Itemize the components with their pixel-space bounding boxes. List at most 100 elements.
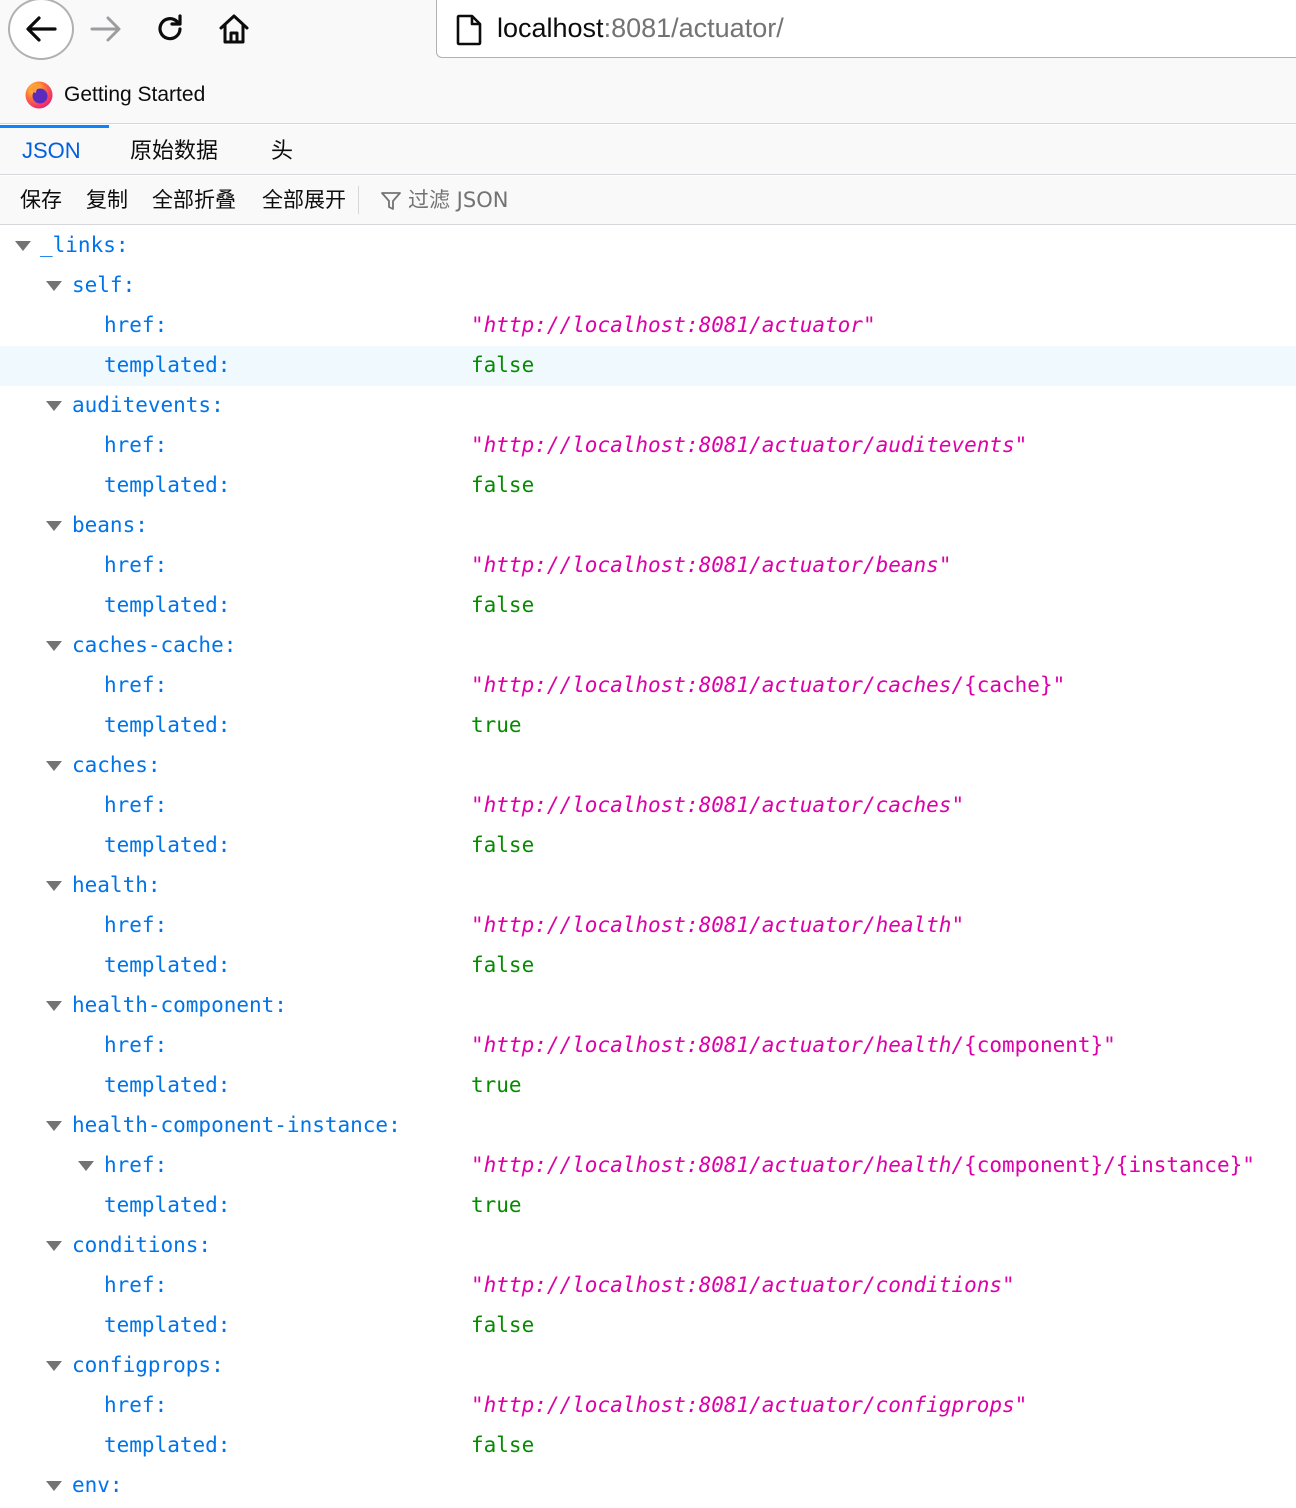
- tree-row-href[interactable]: href: "http://localhost:8081/actuator/cac…: [0, 786, 1296, 826]
- tree-row-href[interactable]: href:"http://localhost:8081/actuator/cac…: [0, 666, 1296, 706]
- bookmarks-bar: Getting Started: [0, 64, 1296, 124]
- tree-row-entry[interactable]: beans:: [0, 506, 1296, 546]
- expand-toggle-icon[interactable]: [46, 1001, 62, 1011]
- url-text[interactable]: localhost:8081/actuator/: [497, 13, 784, 44]
- viewer-tabs: JSON 原始数据 头: [0, 125, 1296, 175]
- tree-row-templated[interactable]: templated:false: [0, 466, 1296, 506]
- tab-raw-data[interactable]: 原始数据: [130, 138, 219, 163]
- json-url-template: {component}/{instance}: [964, 1153, 1243, 1177]
- page-icon: [456, 14, 482, 46]
- json-boolean-value: false: [471, 353, 535, 377]
- tree-row-href[interactable]: href:"http://localhost:8081/actuator/hea…: [0, 1026, 1296, 1066]
- expand-toggle-icon[interactable]: [46, 1121, 62, 1131]
- tree-row-templated[interactable]: templated: false: [0, 346, 1296, 386]
- active-tab-indicator: [0, 125, 109, 128]
- tree-row-templated[interactable]: templated:false: [0, 586, 1296, 626]
- tree-row-templated[interactable]: templated:false: [0, 946, 1296, 986]
- expand-toggle-icon[interactable]: [78, 1161, 94, 1171]
- url-bar[interactable]: localhost:8081/actuator/: [436, 0, 1296, 58]
- navigation-bar: localhost:8081/actuator/: [0, 0, 1296, 64]
- expand-toggle-icon[interactable]: [46, 1241, 62, 1251]
- collapse-all-button[interactable]: 全部折叠: [152, 188, 236, 212]
- tree-row-templated[interactable]: templated:true: [0, 1186, 1296, 1226]
- json-url-value: http://localhost:8081/actuator/health: [483, 913, 952, 937]
- json-key: health-component:: [72, 993, 287, 1017]
- forward-button[interactable]: [74, 0, 138, 58]
- json-key: env:: [72, 1473, 123, 1497]
- json-url-template: {component}: [964, 1033, 1104, 1057]
- json-string-value: "http://localhost:8081/actuator/auditeve…: [471, 433, 1028, 457]
- tree-row-entry[interactable]: health:: [0, 866, 1296, 906]
- json-string-value: "http://localhost:8081/actuator/caches": [471, 793, 965, 817]
- tree-row-entry[interactable]: auditevents:: [0, 386, 1296, 426]
- tree-row-href[interactable]: href:"http://localhost:8081/actuator/con…: [0, 1386, 1296, 1426]
- tree-row-href[interactable]: href:"http://localhost:8081/actuator/aud…: [0, 426, 1296, 466]
- json-key: templated:: [104, 1193, 231, 1217]
- arrow-right-icon: [90, 16, 121, 42]
- tree-row-templated[interactable]: templated:false: [0, 1306, 1296, 1346]
- expand-toggle-icon[interactable]: [46, 1481, 62, 1491]
- tree-row-href[interactable]: href:"http://localhost:8081/actuator/hea…: [0, 1146, 1296, 1186]
- json-string-value: "http://localhost:8081/actuator/caches/{…: [471, 673, 1066, 697]
- home-button[interactable]: [202, 0, 266, 58]
- expand-toggle-icon[interactable]: [46, 761, 62, 771]
- json-boolean-value: true: [471, 1073, 522, 1097]
- bookmark-getting-started[interactable]: Getting Started: [24, 80, 205, 110]
- json-url-value: http://localhost:8081/actuator/configpro…: [483, 1393, 1015, 1417]
- json-key: href:: [104, 793, 168, 817]
- expand-toggle-icon[interactable]: [15, 241, 31, 251]
- expand-toggle-icon[interactable]: [46, 641, 62, 651]
- tree-row-entry[interactable]: health-component-instance:: [0, 1106, 1296, 1146]
- expand-toggle-icon[interactable]: [46, 401, 62, 411]
- bookmark-label: Getting Started: [64, 83, 206, 106]
- expand-toggle-icon[interactable]: [46, 1361, 62, 1371]
- back-button[interactable]: [8, 0, 74, 60]
- json-key: templated:: [104, 953, 231, 977]
- tree-row-entry[interactable]: conditions:: [0, 1226, 1296, 1266]
- reload-button[interactable]: [138, 0, 202, 58]
- tree-row-entry[interactable]: health-component:: [0, 986, 1296, 1026]
- tree-row-env[interactable]: env:: [0, 1466, 1296, 1506]
- home-icon: [219, 14, 249, 44]
- tree-row-entry[interactable]: configprops:: [0, 1346, 1296, 1386]
- expand-all-button[interactable]: 全部展开: [262, 188, 346, 212]
- json-key: href:: [104, 1393, 168, 1417]
- json-key: href:: [104, 1153, 168, 1177]
- json-string-value: "http://localhost:8081/actuator/health/{…: [471, 1033, 1116, 1057]
- save-button[interactable]: 保存: [20, 188, 62, 212]
- tree-row-templated[interactable]: templated:true: [0, 1066, 1296, 1106]
- tree-row-templated[interactable]: templated: false: [0, 1426, 1296, 1466]
- json-key: caches:: [72, 753, 161, 777]
- json-url-value: http://localhost:8081/actuator/auditeven…: [483, 433, 1015, 457]
- json-string-value: "http://localhost:8081/actuator": [471, 313, 876, 337]
- tree-row-templated[interactable]: templated:false: [0, 826, 1296, 866]
- json-key: templated:: [104, 1433, 231, 1457]
- tree-row-entry[interactable]: caches:: [0, 746, 1296, 786]
- json-key: href:: [104, 313, 168, 337]
- json-boolean-value: false: [471, 833, 535, 857]
- tree-row-href[interactable]: href:"http://localhost:8081/actuator/bea…: [0, 546, 1296, 586]
- expand-toggle-icon[interactable]: [46, 881, 62, 891]
- tree-row-href[interactable]: href: "http://localhost:8081/actuator": [0, 306, 1296, 346]
- expand-toggle-icon[interactable]: [46, 521, 62, 531]
- tab-headers[interactable]: 头: [271, 138, 294, 163]
- json-boolean-value: false: [471, 1433, 535, 1457]
- tree-row-entry[interactable]: caches-cache:: [0, 626, 1296, 666]
- json-key: health-component-instance:: [72, 1113, 401, 1137]
- tab-json[interactable]: JSON: [22, 138, 81, 163]
- tree-row-root[interactable]: _links:: [0, 226, 1296, 266]
- tree-row-href[interactable]: href:"http://localhost:8081/actuator/hea…: [0, 906, 1296, 946]
- copy-button[interactable]: 复制: [86, 188, 128, 212]
- toolbar-divider: [358, 186, 359, 214]
- expand-toggle-icon[interactable]: [46, 281, 62, 291]
- json-key: templated:: [104, 353, 231, 377]
- json-key: configprops:: [72, 1353, 224, 1377]
- filter-input[interactable]: 过滤 JSON: [408, 188, 509, 212]
- links-entries: self:href:"http://localhost:8081/actuato…: [0, 266, 1296, 1466]
- json-url-value: http://localhost:8081/actuator/caches/: [483, 673, 965, 697]
- tree-row-templated[interactable]: templated:true: [0, 706, 1296, 746]
- json-key: href:: [104, 913, 168, 937]
- url-host: localhost: [497, 13, 604, 43]
- tree-row-entry[interactable]: self:: [0, 266, 1296, 306]
- tree-row-href[interactable]: href:"http://localhost:8081/actuator/con…: [0, 1266, 1296, 1306]
